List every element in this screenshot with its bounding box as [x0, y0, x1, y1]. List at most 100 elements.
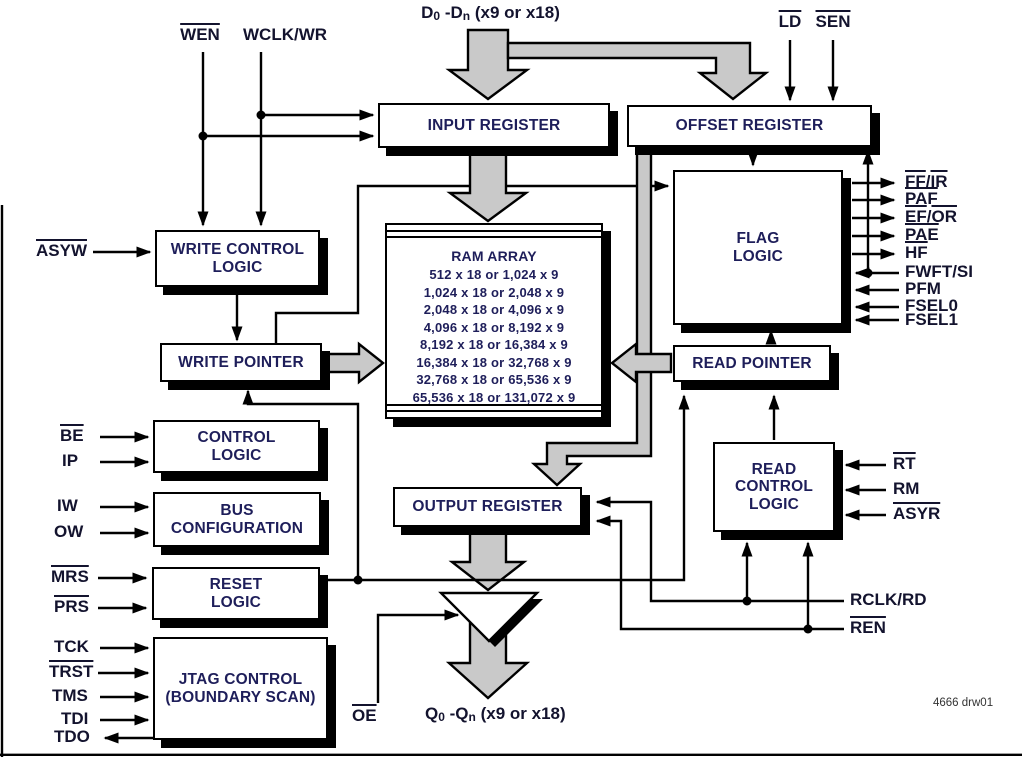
ren-wire: [595, 515, 844, 631]
input-register-to-ram-arrow: [446, 148, 530, 223]
write-pointer-label: WRITE POINTER: [178, 353, 304, 371]
offset-bypass-arrow: [530, 148, 653, 487]
write-pointer-to-flag-wire: [274, 180, 670, 345]
iw-label: IW: [57, 496, 78, 516]
junction-dot: [256, 110, 266, 120]
hf-label: HF: [905, 243, 928, 263]
reset-logic-label-1: RESET: [209, 576, 263, 593]
efor-slash: /: [926, 207, 932, 226]
bus-config-label-2: CONFIGURATION: [170, 519, 304, 537]
fwft-text: FWFT/SI: [905, 262, 973, 281]
ram-array-title: RAM ARRAY: [451, 248, 537, 264]
oe-label: OE: [352, 706, 377, 726]
junction-dot: [803, 624, 813, 634]
efor-or: OR: [931, 207, 957, 226]
tdo-text: TDO: [54, 727, 90, 746]
ffir-slash: /: [925, 172, 931, 191]
write-control-label-1: WRITE CONTROL: [170, 241, 305, 258]
asyw-label: ASYW: [36, 241, 87, 261]
output-register-box: OUTPUT REGISTER: [393, 487, 582, 527]
q-bus-p3: (x9 or x18): [475, 704, 566, 723]
rm-text: RM: [893, 479, 920, 498]
fsel0-text: FSEL0: [905, 296, 958, 315]
reset-logic-label-2: LOGIC: [210, 593, 262, 611]
read-control-label-1: READ: [751, 460, 797, 478]
rclk-text: RCLK/RD: [850, 590, 927, 609]
ld-text: LD: [778, 12, 802, 31]
pae-text: PAE: [905, 225, 939, 244]
flag-logic-box: FLAG LOGIC: [673, 170, 843, 325]
ffir-ir: IR: [930, 172, 948, 191]
ram-top-rule: [387, 236, 601, 238]
control-logic-label-2: LOGIC: [211, 446, 262, 464]
pfm-label: PFM: [905, 279, 941, 299]
mrs-text: MRS: [51, 567, 89, 586]
ram-bottom-rule: [387, 404, 601, 406]
fsel1-label: FSEL1: [905, 310, 958, 330]
prs-label: PRS: [54, 597, 89, 617]
oe-wire: [376, 609, 460, 703]
bus-configuration-box: BUS CONFIGURATION: [153, 492, 321, 547]
paf-text: PAF: [905, 189, 938, 208]
read-control-logic-box: READ CONTROL LOGIC: [713, 442, 835, 532]
tdi-text: TDI: [61, 709, 89, 728]
rt-text: RT: [893, 454, 916, 473]
fwft-si-label: FWFT/SI: [905, 262, 973, 282]
trst-text: TRST: [49, 662, 94, 681]
ram-size-line: 2,048 x 18 or 4,096 x 9: [423, 302, 565, 317]
tms-label: TMS: [52, 686, 88, 706]
read-control-label-3: LOGIC: [748, 495, 800, 513]
d-bus-subn: n: [462, 9, 471, 23]
junction-dot: [353, 575, 363, 585]
junction-dot: [863, 268, 873, 278]
ren-label: REN: [850, 618, 886, 638]
ram-size-line: 512 x 18 or 1,024 x 9: [429, 267, 559, 282]
output-buffer-triangle: [438, 591, 540, 643]
be-text: BE: [60, 426, 84, 445]
junction-dot: [198, 131, 208, 141]
offset-register-box: OFFSET REGISTER: [627, 105, 872, 147]
ow-text: OW: [54, 522, 84, 541]
junction-dot: [742, 596, 752, 606]
read-pointer-to-ram-arrow: [610, 341, 673, 385]
ram-bottom-rule: [387, 410, 601, 412]
sen-text: SEN: [815, 12, 851, 31]
asyr-text: ASYR: [893, 504, 941, 523]
read-control-label-2: CONTROL: [734, 478, 814, 496]
sen-label: SEN: [810, 12, 856, 32]
fsel0-label: FSEL0: [905, 296, 958, 316]
write-pointer-to-ram-arrow: [322, 341, 385, 385]
tck-label: TCK: [54, 637, 89, 657]
q-bus-subn: n: [468, 710, 476, 724]
data-in-offset-branch-arrow: [506, 41, 770, 101]
ram-size-line: 16,384 x 18 or 32,768 x 9: [416, 354, 572, 370]
ram-size-line: 32,768 x 18 or 65,536 x 9: [416, 372, 572, 387]
reset-logic-box: RESET LOGIC: [152, 567, 320, 620]
wen-text: WEN: [180, 25, 220, 44]
ram-size-line: 65,536 x 18 or 131,072 x 9: [412, 389, 576, 405]
wen-label: WEN: [158, 25, 242, 45]
ow-label: OW: [54, 522, 83, 542]
iw-text: IW: [57, 496, 78, 515]
ram-top-rule: [387, 230, 601, 232]
data-out-bus-label: Q0 -Qn (x9 or x18): [425, 704, 566, 724]
data-in-bus-label: D0 -Dn (x9 or x18): [378, 3, 603, 23]
q-bus-sub0: 0: [438, 710, 445, 724]
tck-text: TCK: [54, 637, 89, 656]
pae-label: PAE: [905, 225, 939, 245]
q-bus-p1: Q: [425, 704, 439, 723]
mrs-label: MRS: [51, 567, 89, 587]
read-pointer-label: READ POINTER: [692, 354, 812, 372]
d-bus-p3: (x9 or x18): [470, 3, 560, 22]
control-logic-box: CONTROL LOGIC: [153, 420, 320, 473]
output-register-label: OUTPUT REGISTER: [412, 498, 563, 516]
write-control-label-2: LOGIC: [212, 258, 263, 276]
fsel1-text: FSEL1: [905, 310, 958, 329]
ld-label: LD: [770, 12, 810, 32]
paf-label: PAF: [905, 189, 938, 209]
tdo-label: TDO: [54, 727, 90, 747]
be-label: BE: [60, 426, 84, 446]
efor-ef: EF: [905, 207, 927, 226]
rt-label: RT: [893, 454, 916, 474]
